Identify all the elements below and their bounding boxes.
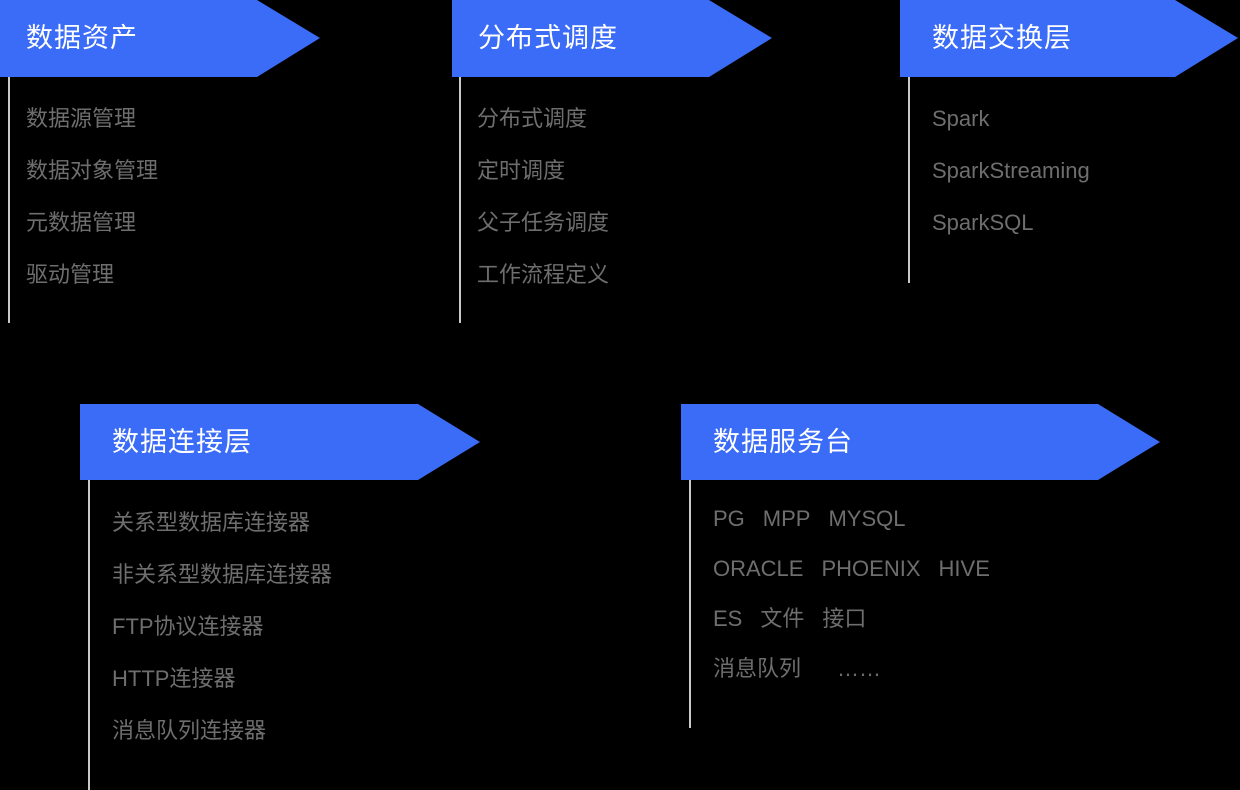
list-item-ellipsis: …… (837, 656, 882, 681)
list-item[interactable]: 定时调度 (477, 158, 566, 183)
panel-header-data-exchange-layer[interactable]: 数据交换层 (900, 0, 1238, 77)
list-item[interactable]: 接口 (822, 606, 867, 631)
list-item[interactable]: HIVE (938, 556, 990, 581)
list-item[interactable]: 元数据管理 (26, 210, 137, 235)
list-item[interactable]: Spark (932, 106, 990, 131)
list-item-row: ORACLE PHOENIX HIVE (713, 558, 990, 580)
panel-vertical-rule (88, 480, 90, 790)
panel-header-data-connection-layer[interactable]: 数据连接层 (80, 404, 480, 480)
list-item[interactable]: HTTP连接器 (112, 666, 236, 691)
list-item[interactable]: 数据源管理 (26, 106, 137, 131)
list-item[interactable]: 数据对象管理 (26, 158, 159, 183)
list-item[interactable]: ORACLE (713, 556, 804, 581)
list-item-row: 消息队列 …… (713, 658, 990, 680)
panel-header-data-assets[interactable]: 数据资产 (0, 0, 320, 77)
list-item[interactable]: MYSQL (828, 506, 906, 531)
panel-vertical-rule (459, 77, 461, 323)
panel-title: 数据交换层 (932, 23, 1072, 53)
list-item-row: ES 文件接口 (713, 608, 990, 630)
panel-vertical-rule (908, 77, 910, 283)
list-item[interactable]: 父子任务调度 (477, 210, 610, 235)
panel-vertical-rule (689, 480, 691, 728)
panel-vertical-rule (8, 77, 10, 323)
list-item[interactable]: 分布式调度 (477, 106, 588, 131)
panel-data-assets: 数据资产 数据源管理 数据对象管理 元数据管理 驱动管理 (0, 0, 320, 323)
list-item[interactable]: SparkStreaming (932, 158, 1090, 183)
panel-header-data-service-desk[interactable]: 数据服务台 (681, 404, 1160, 480)
list-item[interactable]: 文件 (760, 606, 805, 631)
list-item[interactable]: 非关系型数据库连接器 (112, 562, 333, 587)
list-item[interactable]: FTP协议连接器 (112, 614, 264, 639)
list-item[interactable]: 驱动管理 (26, 262, 115, 287)
panel-data-connection-layer: 数据连接层 (80, 404, 480, 790)
list-item[interactable]: PHOENIX (821, 556, 921, 581)
list-item[interactable]: 关系型数据库连接器 (112, 510, 311, 535)
panel-item-list: Spark SparkStreaming SparkSQL (932, 108, 1090, 234)
list-item[interactable]: 消息队列连接器 (112, 718, 267, 743)
list-item[interactable]: SparkSQL (932, 210, 1034, 235)
panel-title: 数据连接层 (112, 426, 252, 457)
panel-item-list: 关系型数据库连接器 非关系型数据库连接器 FTP协议连接器 HTTP连接器 消息… (112, 512, 332, 742)
list-item[interactable]: MPP (762, 506, 811, 531)
panel-item-list: 分布式调度 定时调度 父子任务调度 工作流程定义 (477, 108, 609, 286)
panel-item-list: 数据源管理 数据对象管理 元数据管理 驱动管理 (26, 108, 158, 286)
panel-distributed-scheduling: 分布式调度 分布式调度 定时调度 父子任务调度 工作流程定义 (452, 0, 772, 323)
list-item-row: PG MPP MYSQL (713, 508, 990, 530)
panel-title: 分布式调度 (478, 23, 618, 53)
panel-title: 数据服务台 (713, 426, 853, 457)
panel-data-service-desk: 数据服务台 (681, 404, 1160, 728)
list-item[interactable]: 消息队列 (713, 656, 802, 681)
panel-item-list: PG MPP MYSQL ORACLE PHOENIX HIVE ES 文件接口 消息队列… (713, 508, 990, 680)
list-item[interactable]: ES (713, 606, 743, 631)
panel-title: 数据资产 (26, 23, 138, 53)
panel-header-distributed-scheduling[interactable]: 分布式调度 (452, 0, 772, 77)
list-item[interactable]: 工作流程定义 (477, 262, 610, 287)
panel-data-exchange-layer: 数据交换层 Spark SparkStreaming SparkSQL (900, 0, 1238, 283)
list-item[interactable]: PG (713, 506, 745, 531)
